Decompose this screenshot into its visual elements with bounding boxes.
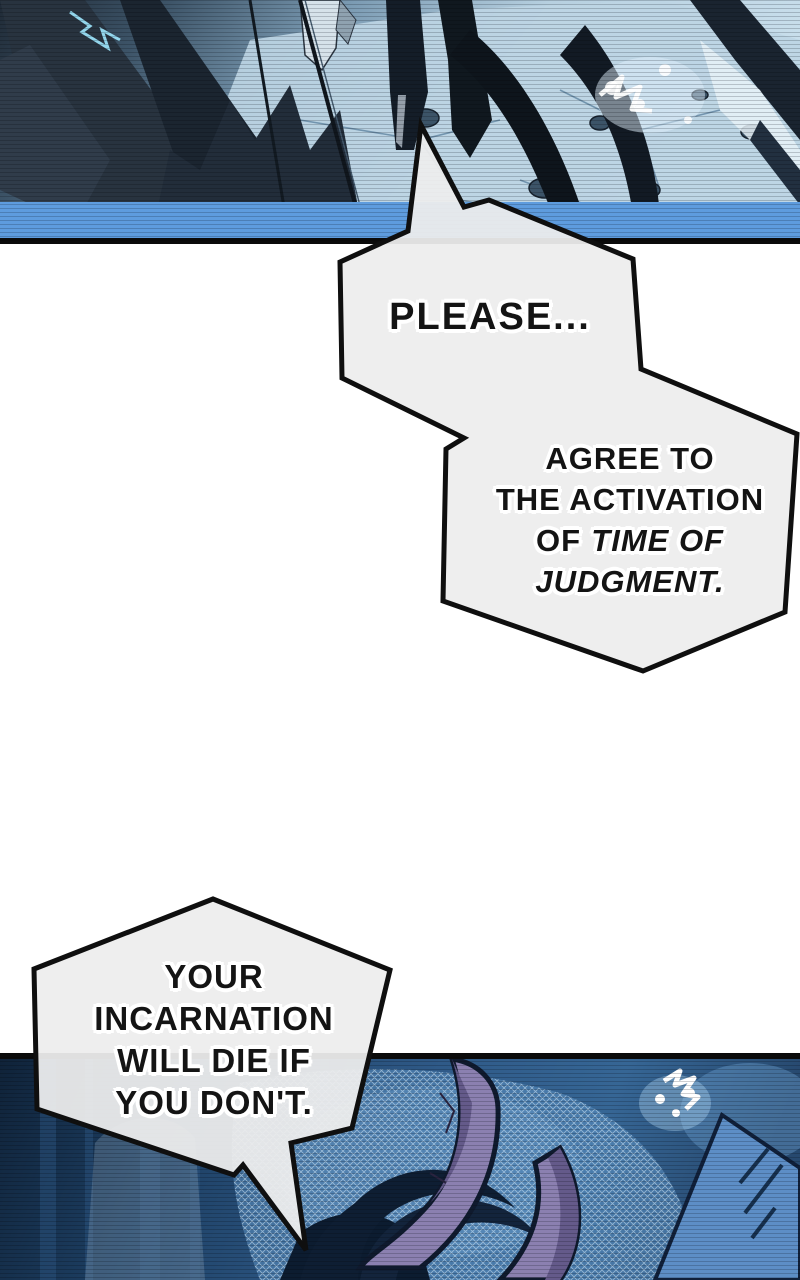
dark-shard-right (690, 0, 800, 140)
speech-line: YOU DON'T. (115, 1084, 313, 1121)
dark-scythe-shape-2 (560, 25, 660, 228)
speech-line: OF TIME OF (536, 520, 724, 561)
speech-bubble-3-outline (31, 896, 393, 1252)
speech-bubble-1-2-outline (337, 116, 800, 674)
speech-line: THE ACTIVATION (495, 482, 765, 517)
dark-blade-left (0, 0, 210, 244)
speech-text-agree: AGREE TO THE ACTIVATION OF TIME OF JUDGME… (460, 438, 800, 602)
panel-top-art (0, 0, 800, 244)
panel-bottom-border (0, 1053, 800, 1059)
speech-line-regular: OF (536, 523, 582, 558)
white-energy-sparks (595, 57, 705, 133)
dark-scythe-shape (450, 30, 585, 235)
dark-shard-right-2 (750, 120, 800, 205)
speech-text-incarnation: YOUR INCARNATION WILL DIE IF YOU DON'T. (38, 956, 390, 1124)
speech-line: AGREE TO (545, 441, 715, 476)
speech-line: YOUR (164, 958, 264, 995)
speech-line-italic: TIME OF (591, 523, 724, 558)
spear (298, 0, 364, 231)
speech-line: INCARNATION (94, 1000, 334, 1037)
right-glow (680, 1063, 800, 1163)
dark-blade-left-3 (0, 45, 110, 225)
blue-triangle-shard (652, 1111, 800, 1280)
speech-line-italic: JUDGMENT. (535, 564, 725, 599)
ghost-figure-hint (85, 1117, 205, 1280)
speech-line: PLEASE... (389, 295, 591, 338)
speech-line: WILL DIE IF (117, 1042, 311, 1079)
cyan-spark (69, 10, 121, 52)
speech-text-please: PLEASE... (340, 258, 640, 376)
lightning-bolt (639, 1068, 711, 1131)
